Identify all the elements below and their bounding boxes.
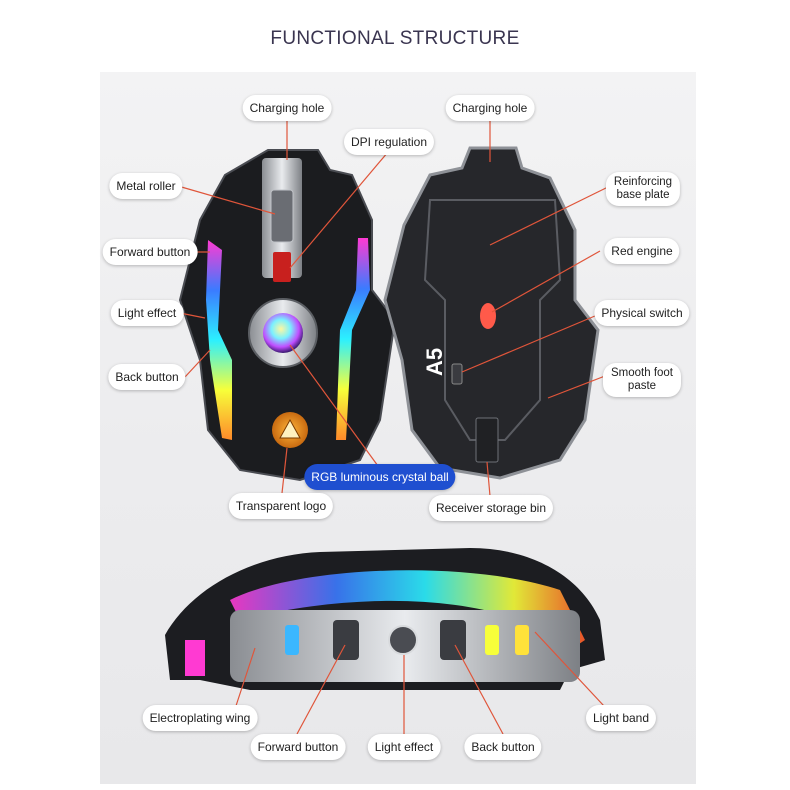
pointer-line <box>454 644 504 735</box>
dpi-button-icon <box>273 252 291 282</box>
side-slot-blue <box>285 625 299 655</box>
label-transparent-logo: Transparent logo <box>228 493 334 519</box>
receiver-storage-bin-icon <box>475 417 499 463</box>
label-electroplating-wing: Electroplating wing <box>142 705 258 731</box>
bottom-view-mouse: A5 <box>383 146 600 480</box>
side-left-rgb-strip <box>185 640 205 676</box>
pointer-line <box>486 461 491 497</box>
label-back-button-side: Back button <box>464 734 542 760</box>
pointer-line <box>177 185 276 215</box>
rgb-crystal-ball-icon <box>263 313 303 353</box>
label-forward-button-top: Forward button <box>102 239 198 265</box>
side-slot-yellow-2 <box>515 625 529 655</box>
label-receiver-storage-bin: Receiver storage bin <box>428 495 554 521</box>
top-view-right-light-strip <box>336 238 370 440</box>
pointer-line <box>489 185 611 246</box>
label-smooth-foot-paste: Smooth foot paste <box>602 363 682 397</box>
metal-roller-icon <box>270 189 294 243</box>
pointer-line <box>184 349 211 378</box>
logo-triangle-icon <box>279 418 301 439</box>
pointer-line <box>534 631 605 707</box>
physical-switch-icon <box>451 363 463 385</box>
pointer-line <box>547 375 606 399</box>
label-physical-switch: Physical switch <box>594 300 690 326</box>
side-light-effect-icon <box>388 625 418 655</box>
model-mark: A5 <box>422 348 447 376</box>
pointer-line <box>296 644 346 735</box>
label-light-band: Light band <box>585 705 657 731</box>
label-light-effect-top: Light effect <box>110 300 184 326</box>
top-view-left-light-strip <box>206 240 232 440</box>
label-reinforcing-base-plate: Reinforcing base plate <box>605 172 681 206</box>
label-dpi-regulation: DPI regulation <box>343 129 435 155</box>
label-rgb-crystal-ball: RGB luminous crystal ball <box>304 464 456 490</box>
side-back-button-icon <box>440 620 466 660</box>
page-title: FUNCTIONAL STRUCTURE <box>270 28 520 49</box>
label-charging-hole-bottom: Charging hole <box>445 95 535 121</box>
label-light-effect-side: Light effect <box>367 734 441 760</box>
label-reinforcing-line2: base plate <box>616 189 670 201</box>
pointer-line <box>281 447 288 494</box>
label-reinforcing-line1: Reinforcing <box>613 176 673 188</box>
red-engine-icon <box>480 303 496 329</box>
label-smooth-foot-line1: Smooth foot <box>610 367 674 379</box>
label-forward-button-side: Forward button <box>250 734 346 760</box>
label-back-button-top: Back button <box>108 364 186 390</box>
pointer-line <box>491 250 601 313</box>
pointer-lines <box>177 118 611 735</box>
label-red-engine: Red engine <box>604 238 680 264</box>
label-smooth-foot-line2: paste <box>627 380 657 392</box>
label-charging-hole-top: Charging hole <box>242 95 332 121</box>
pointer-line <box>289 344 379 467</box>
pointer-line <box>461 312 603 373</box>
top-view-mouse <box>178 149 397 482</box>
pointer-line <box>179 312 206 319</box>
pointer-line <box>289 151 389 269</box>
side-view-light-band <box>230 570 585 650</box>
label-metal-roller: Metal roller <box>109 173 183 199</box>
side-forward-button-icon <box>333 620 359 660</box>
side-slot-yellow <box>485 625 499 655</box>
side-view-mouse <box>165 548 605 690</box>
reinforcing-base-plate <box>423 199 562 441</box>
